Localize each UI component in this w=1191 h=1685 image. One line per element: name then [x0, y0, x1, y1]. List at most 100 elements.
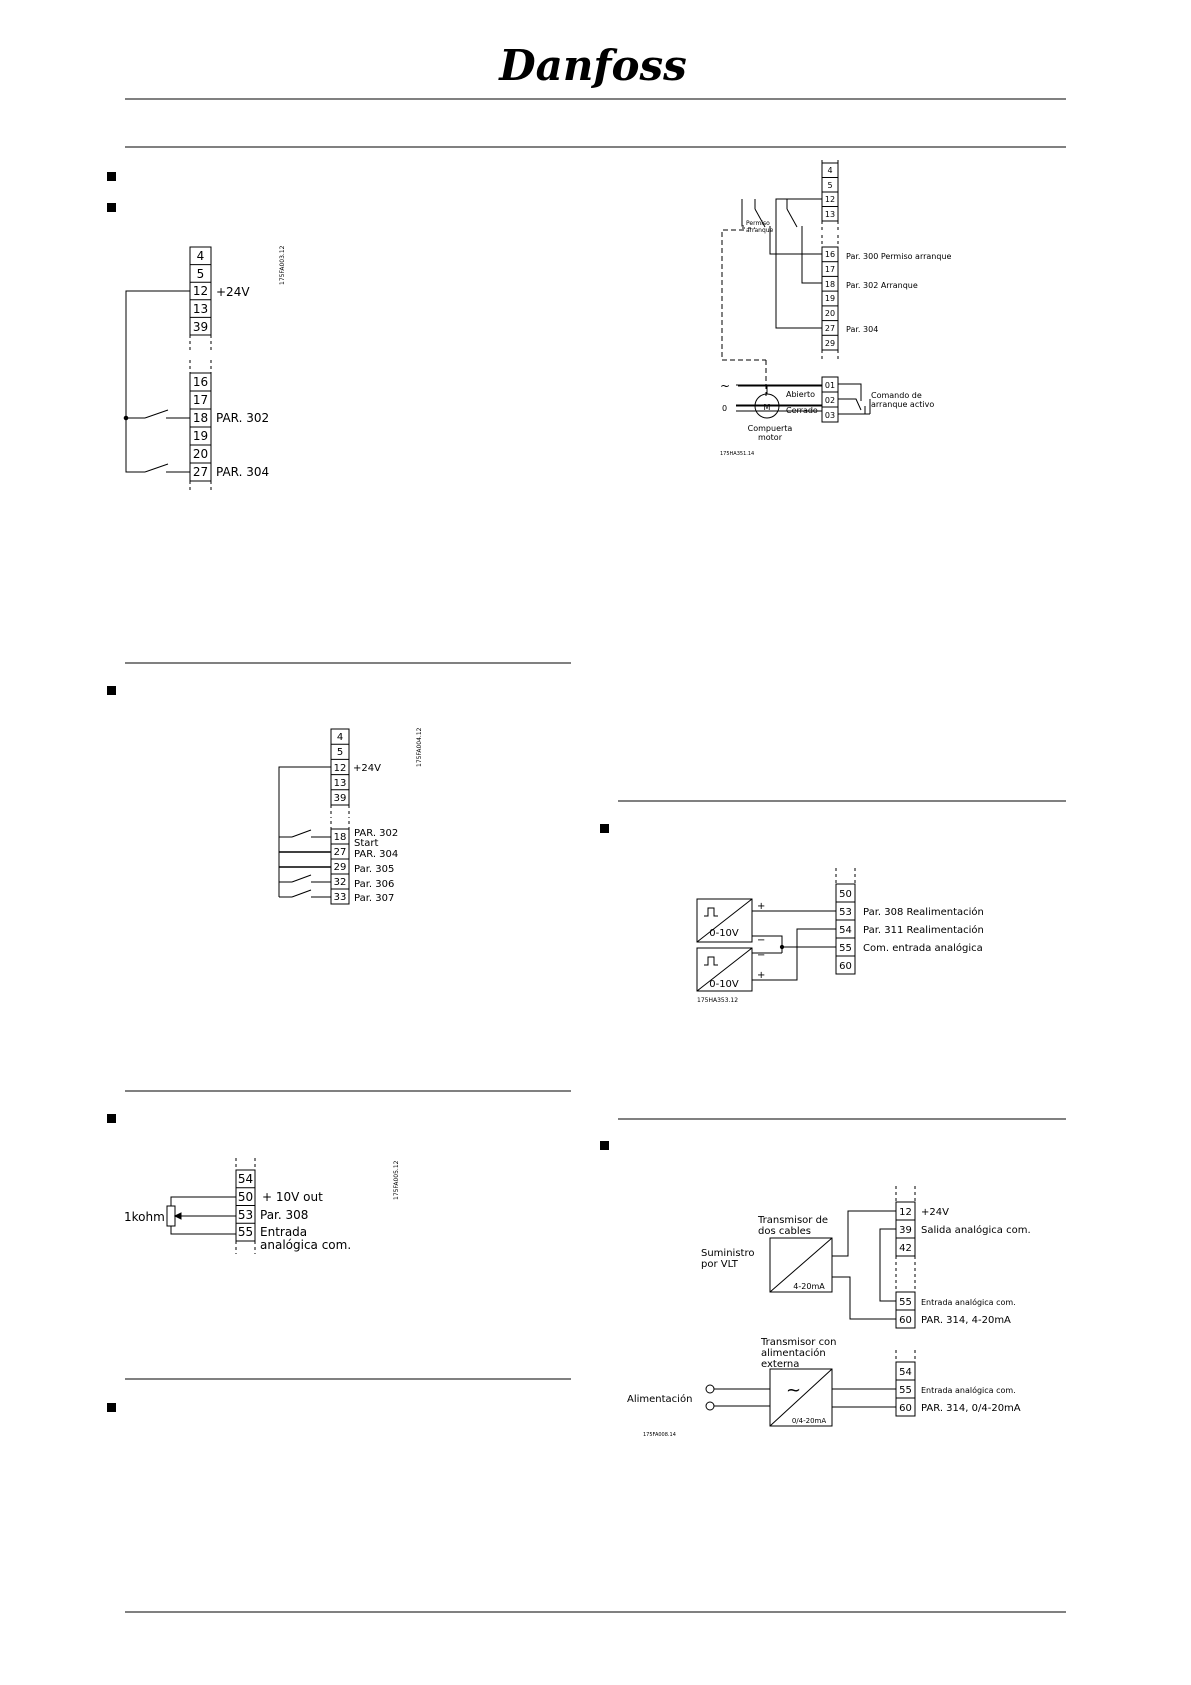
terminal-27: 27	[825, 324, 835, 333]
zero-symbol: 0	[722, 404, 727, 413]
terminal-strip-top: 12 39 42 55 60	[895, 1186, 916, 1329]
diagram-damper-motor: 4 5 12 13 16 17 18 19 20 27 29	[720, 160, 952, 457]
terminal-39: 39	[899, 1225, 912, 1236]
terminal-strip-top: 4 5 12 13	[821, 160, 839, 233]
terminal-20: 20	[193, 447, 208, 461]
supply-label-b: por VLT	[701, 1259, 739, 1270]
terminal-19: 19	[825, 294, 835, 303]
label-par-308: Par. 308 Realimentación	[863, 906, 984, 918]
terminal-18: 18	[825, 280, 835, 289]
terminal-strip-mid: 16 17 18 19 20 27 29	[821, 235, 839, 362]
external-supply-transmitter	[769, 1368, 833, 1427]
terminal-4: 4	[337, 732, 343, 743]
terminal-27: 27	[334, 847, 347, 858]
relay-label-b: arranque activo	[871, 400, 934, 409]
wiring	[705, 1210, 896, 1411]
label-com-entrada: Com. entrada analógica	[863, 942, 983, 954]
figure-code: 175FA005.12	[393, 1160, 400, 1200]
diagram-transmitters: 12 39 42 55 60 54 55 60	[627, 1186, 1031, 1438]
label-par-306: Par. 306	[354, 879, 394, 890]
terminal-5: 5	[197, 267, 205, 281]
bullet	[107, 203, 116, 212]
wiring	[752, 910, 836, 981]
tx2-range: 0/4-20mA	[792, 1417, 827, 1425]
terminal-18: 18	[193, 411, 208, 425]
diagram-potentiometer: 54 50 53 55 1kohm + 10V out Par. 308 Ent…	[124, 1158, 400, 1254]
bullet	[107, 172, 116, 181]
label-par-308: Par. 308	[260, 1208, 308, 1222]
terminal-60: 60	[899, 1403, 912, 1414]
terminal-16: 16	[825, 250, 835, 259]
terminal-12: 12	[899, 1207, 912, 1218]
wiring	[278, 766, 331, 898]
terminal-12: 12	[334, 763, 347, 774]
label-par-314-b: PAR. 314, 0/4-20mA	[921, 1403, 1021, 1414]
terminal-01: 01	[825, 381, 835, 390]
figure-code: 175HA353.12	[697, 997, 738, 1004]
terminal-12: 12	[825, 195, 835, 204]
box-label-0-10v: 0-10V	[709, 979, 739, 990]
figure-code: 175FA004.12	[416, 727, 423, 767]
terminal-50: 50	[238, 1190, 253, 1204]
label-entrada-analogica-2: Entrada analógica com.	[921, 1385, 1016, 1395]
terminal-42: 42	[899, 1243, 912, 1254]
label-24v: +24V	[921, 1207, 949, 1218]
tx1-range: 4-20mA	[793, 1282, 825, 1291]
potentiometer	[166, 1196, 236, 1235]
figure-code: 175FA003.12	[279, 245, 286, 285]
terminal-29: 29	[825, 339, 835, 348]
terminal-strip-bottom: 54 55 60	[895, 1350, 916, 1417]
label-par-307: Par. 307	[354, 893, 394, 904]
terminal-27: 27	[193, 465, 208, 479]
terminal-13: 13	[334, 778, 347, 789]
bullet	[107, 1403, 116, 1412]
bullet	[600, 824, 609, 833]
terminal-5: 5	[337, 747, 343, 758]
label-par-314: PAR. 314, 4-20mA	[921, 1315, 1011, 1326]
terminal-20: 20	[825, 309, 835, 318]
terminal-55: 55	[839, 943, 852, 954]
terminal-03: 03	[825, 411, 835, 420]
label-par-304: PAR. 304	[216, 465, 269, 479]
terminal-strip-a: 4 5 12 13 39	[189, 246, 212, 350]
terminal-54: 54	[238, 1172, 253, 1186]
terminal-53: 53	[839, 907, 852, 918]
terminal-19: 19	[193, 429, 208, 443]
label-salida-analogica: Salida analógica com.	[921, 1224, 1031, 1236]
transmitter-1	[696, 898, 753, 943]
terminal-13: 13	[825, 210, 835, 219]
brand-logo: Danfoss	[498, 41, 687, 90]
label-par-302: PAR. 302	[354, 828, 398, 839]
plus-sign: +	[757, 970, 765, 981]
label-par-302: Par. 302 Arranque	[846, 281, 918, 290]
terminal-55: 55	[899, 1385, 912, 1396]
diagram-feedback: 50 53 54 55 60 0-10V 0-10V +	[696, 868, 984, 1004]
label-24v: +24V	[353, 763, 381, 774]
terminal-55: 55	[899, 1297, 912, 1308]
plus-sign: +	[757, 901, 765, 912]
motor-letter: M	[764, 403, 771, 412]
terminal-55: 55	[238, 1225, 253, 1239]
tx2-title-b: alimentación	[761, 1347, 826, 1359]
bullet	[107, 686, 116, 695]
label-start: Start	[354, 838, 379, 849]
terminal-60: 60	[899, 1315, 912, 1326]
tx2-title-c: externa	[761, 1359, 799, 1370]
wiring	[123, 290, 190, 473]
terminal-50: 50	[839, 889, 852, 900]
motor-label-b: motor	[758, 433, 783, 442]
transmitter-2	[696, 947, 753, 992]
terminal-strip-b: 16 17 18 19 20 27	[189, 360, 212, 493]
box-label-0-10v: 0-10V	[709, 928, 739, 939]
terminal-29: 29	[334, 862, 347, 873]
terminal-4: 4	[197, 249, 205, 263]
figure-code: 175FA008.14	[643, 1432, 676, 1438]
terminal-4: 4	[827, 166, 832, 175]
two-wire-transmitter	[769, 1237, 833, 1293]
terminal-5: 5	[827, 181, 832, 190]
label-par-300: Par. 300 Permiso arranque	[846, 252, 952, 261]
relay-label-a: Comando de	[871, 391, 922, 400]
power-label: Alimentación	[627, 1393, 692, 1405]
section-bullets	[107, 172, 609, 1412]
